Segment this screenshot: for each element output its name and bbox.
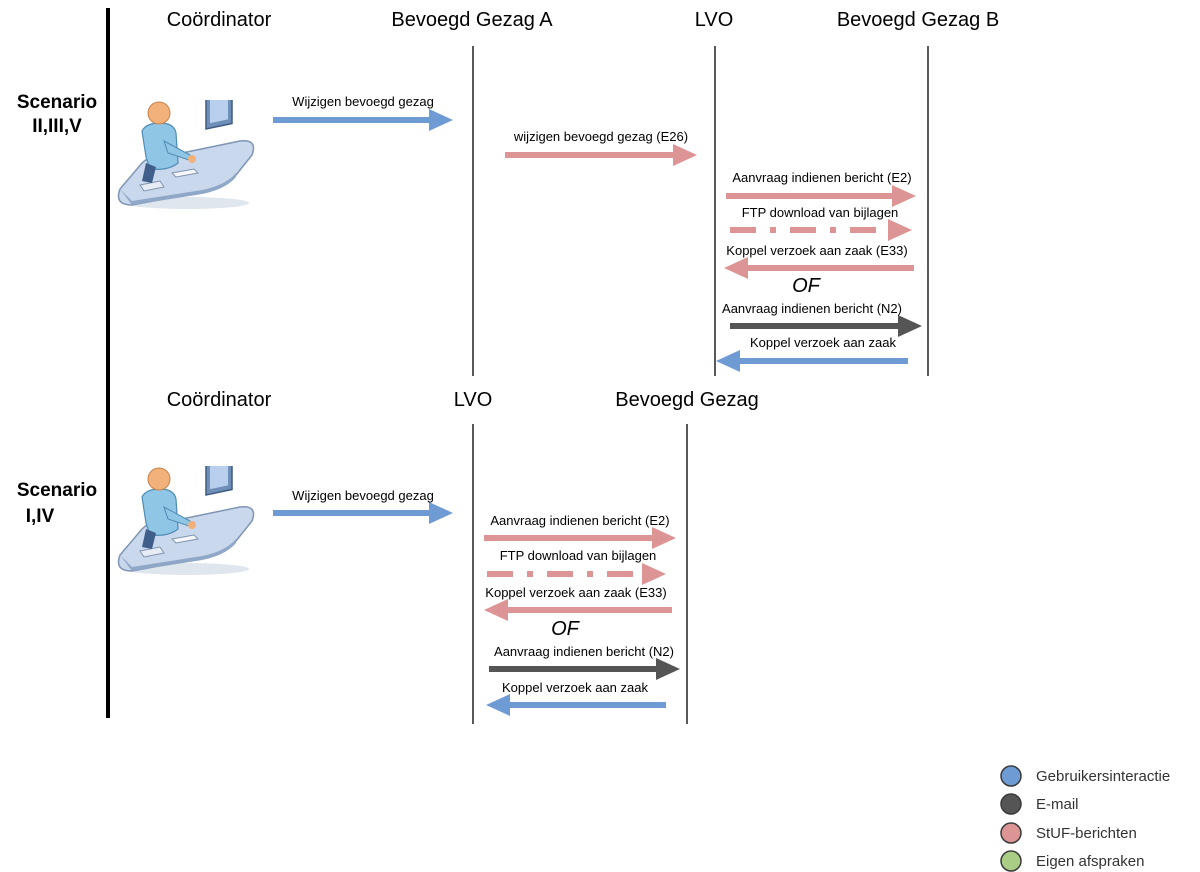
message-label: wijzigen bevoegd gezag (E26) (513, 129, 688, 144)
legend-swatch (1000, 850, 1022, 872)
legend-item: Eigen afspraken (1000, 850, 1144, 872)
arrow-head (642, 563, 666, 585)
legend-label: StUF-berichten (1036, 825, 1137, 842)
actor-label: Bevoegd Gezag A (391, 9, 553, 31)
message-arrow (486, 694, 666, 716)
arrow-head (724, 257, 748, 279)
message-arrow (273, 502, 453, 524)
message-arrow (487, 563, 666, 585)
actor-label: LVO (454, 389, 493, 411)
actor-label: LVO (695, 9, 734, 31)
arrow-head (716, 350, 740, 372)
legend-label: Eigen afspraken (1036, 853, 1144, 870)
message-label: Koppel verzoek aan zaak (502, 680, 648, 695)
scenario-label: Scenario (17, 92, 97, 113)
legend-swatch (1000, 793, 1022, 815)
arrow-head (898, 315, 922, 337)
message-arrow (273, 109, 453, 131)
message-arrow (489, 658, 680, 680)
arrow-head (429, 502, 453, 524)
arrow-head (892, 185, 916, 207)
actor-label: Bevoegd Gezag B (837, 9, 999, 31)
message-label: Aanvraag indienen bericht (N2) (494, 644, 674, 659)
message-label: Aanvraag indienen bericht (E2) (732, 170, 911, 185)
workstation-user-icon (117, 466, 255, 576)
message-label: Koppel verzoek aan zaak (E33) (485, 585, 666, 600)
arrow-head (486, 694, 510, 716)
legend-swatch (1000, 822, 1022, 844)
message-label: Koppel verzoek aan zaak (E33) (726, 243, 907, 258)
arrow-head (652, 527, 676, 549)
message-label: FTP download van bijlagen (500, 548, 657, 563)
or-label: OF (551, 618, 581, 640)
message-arrow (484, 599, 672, 621)
arrow-head (484, 599, 508, 621)
message-arrow (730, 219, 912, 241)
message-label: Koppel verzoek aan zaak (750, 335, 896, 350)
message-arrow (724, 257, 914, 279)
scenario-label: I,IV (26, 506, 55, 527)
scenario-label: II,III,V (32, 116, 82, 137)
actor-label: Coördinator (167, 389, 272, 411)
message-label: Aanvraag indienen bericht (E2) (490, 513, 669, 528)
or-label: OF (792, 275, 822, 297)
legend-label: E-mail (1036, 796, 1079, 813)
message-arrow (730, 315, 922, 337)
message-arrow (505, 144, 697, 166)
arrow-head (673, 144, 697, 166)
message-arrow (484, 527, 676, 549)
actor-label: Bevoegd Gezag (615, 389, 758, 411)
message-label: FTP download van bijlagen (742, 205, 899, 220)
legend-swatch (1000, 765, 1022, 787)
arrow-head (656, 658, 680, 680)
message-label: Aanvraag indienen bericht (N2) (722, 301, 902, 316)
workstation-user-icon (117, 100, 255, 210)
legend-label: Gebruikersinteractie (1036, 768, 1170, 785)
legend-item: StUF-berichten (1000, 822, 1137, 844)
scenario-label: Scenario (17, 480, 97, 501)
message-label: Wijzigen bevoegd gezag (292, 94, 434, 109)
message-arrow (726, 185, 916, 207)
legend-item: Gebruikersinteractie (1000, 765, 1170, 787)
arrow-head (429, 109, 453, 131)
message-label: Wijzigen bevoegd gezag (292, 488, 434, 503)
arrow-head (888, 219, 912, 241)
message-arrow (716, 350, 908, 372)
legend-item: E-mail (1000, 793, 1079, 815)
actor-label: Coördinator (167, 9, 272, 31)
